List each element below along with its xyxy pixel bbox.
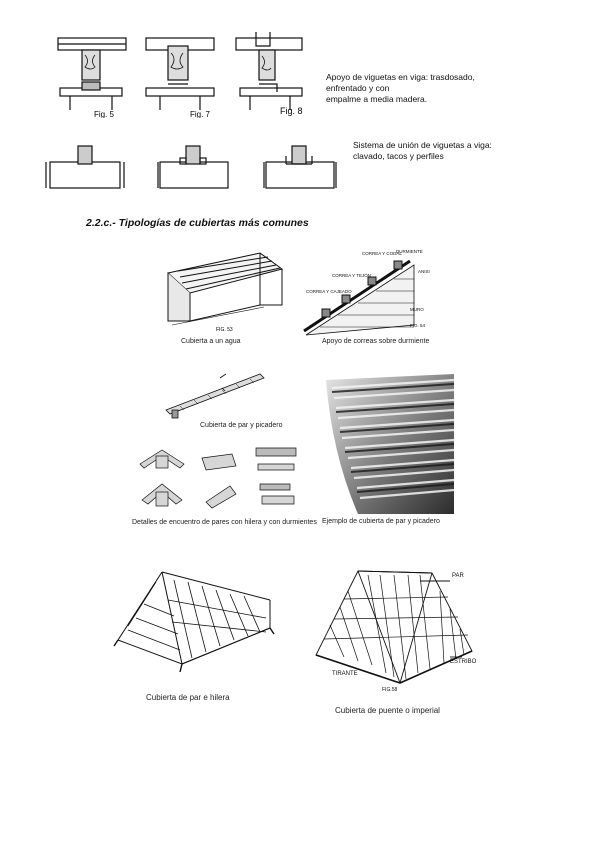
caption-fig-g: Cubierta de puente o imperial <box>335 706 440 715</box>
note-line: empalme a media madera. <box>326 94 428 104</box>
caption-fig-d: Ejemplo de cubierta de par y picadero <box>322 518 440 525</box>
label-correa-codal: CORREA Y CODAL <box>362 251 402 256</box>
label-correa-cajeado: CORREA Y CAJEADO <box>306 289 352 294</box>
note-line: Sistema de unión de viguetas a viga: <box>353 140 492 150</box>
label-muro: MURO <box>410 307 424 312</box>
figure-joint-systems <box>45 145 337 189</box>
note-line: Apoyo de viguetas en viga: trasdosado, <box>326 72 475 82</box>
note-line: enfrentado y con <box>326 83 390 93</box>
figure-joint-details <box>139 447 297 509</box>
label-tirante: TIRANTE <box>332 671 358 677</box>
fig-label-5: Fig. 5 <box>94 110 115 118</box>
note-joint-systems: Sistema de unión de viguetas a viga: cla… <box>353 140 492 162</box>
caption-fig-c: Cubierta de par y picadero <box>200 422 283 429</box>
figure-beam-supports: Fig. 5 Fig. 7 Fig. 8 <box>57 32 303 118</box>
figure-purlin-support: DURMIENTE CORREA Y CODAL CORREA Y TEJÓN … <box>303 249 430 336</box>
figure-rafter-ridge <box>165 373 265 419</box>
fig-tag: FIG. 53 <box>216 327 233 333</box>
caption-fig-a: Cubierta a un agua <box>181 338 241 345</box>
caption-fig-e: Detalles de encuentro de pares con hiler… <box>132 519 317 526</box>
fig-label-8: Fig. 8 <box>280 106 303 116</box>
figure-roof-photo <box>318 374 458 514</box>
figure-single-slope-roof: FIG. 53 <box>166 252 284 333</box>
section-title: 2.2.c.- Tipologías de cubiertas más comu… <box>86 217 309 229</box>
note-line: clavado, tacos y perfiles <box>353 151 444 161</box>
note-beam-supports: Apoyo de viguetas en viga: trasdosado, e… <box>326 72 475 105</box>
label-par: PAR <box>452 573 465 579</box>
figure-gable-roof <box>113 571 275 673</box>
caption-fig-b: Apoyo de correas sobre durmiente <box>322 338 430 345</box>
fig-label-7: Fig. 7 <box>190 110 211 118</box>
label-correa-tejon: CORREA Y TEJÓN <box>332 272 371 278</box>
label-estribo: ESTRIBO <box>450 659 477 665</box>
figure-hip-roof: PAR ESTRIBO TIRANTE FIG.58 <box>315 570 477 693</box>
fig-tag: FIG.58 <box>382 687 398 693</box>
label-anisi: ANISI <box>418 269 430 274</box>
label-durmiente: DURMIENTE <box>396 249 423 254</box>
fig-tag: FIG. 54 <box>410 323 426 328</box>
caption-fig-f: Cubierta de par e hilera <box>146 693 230 702</box>
